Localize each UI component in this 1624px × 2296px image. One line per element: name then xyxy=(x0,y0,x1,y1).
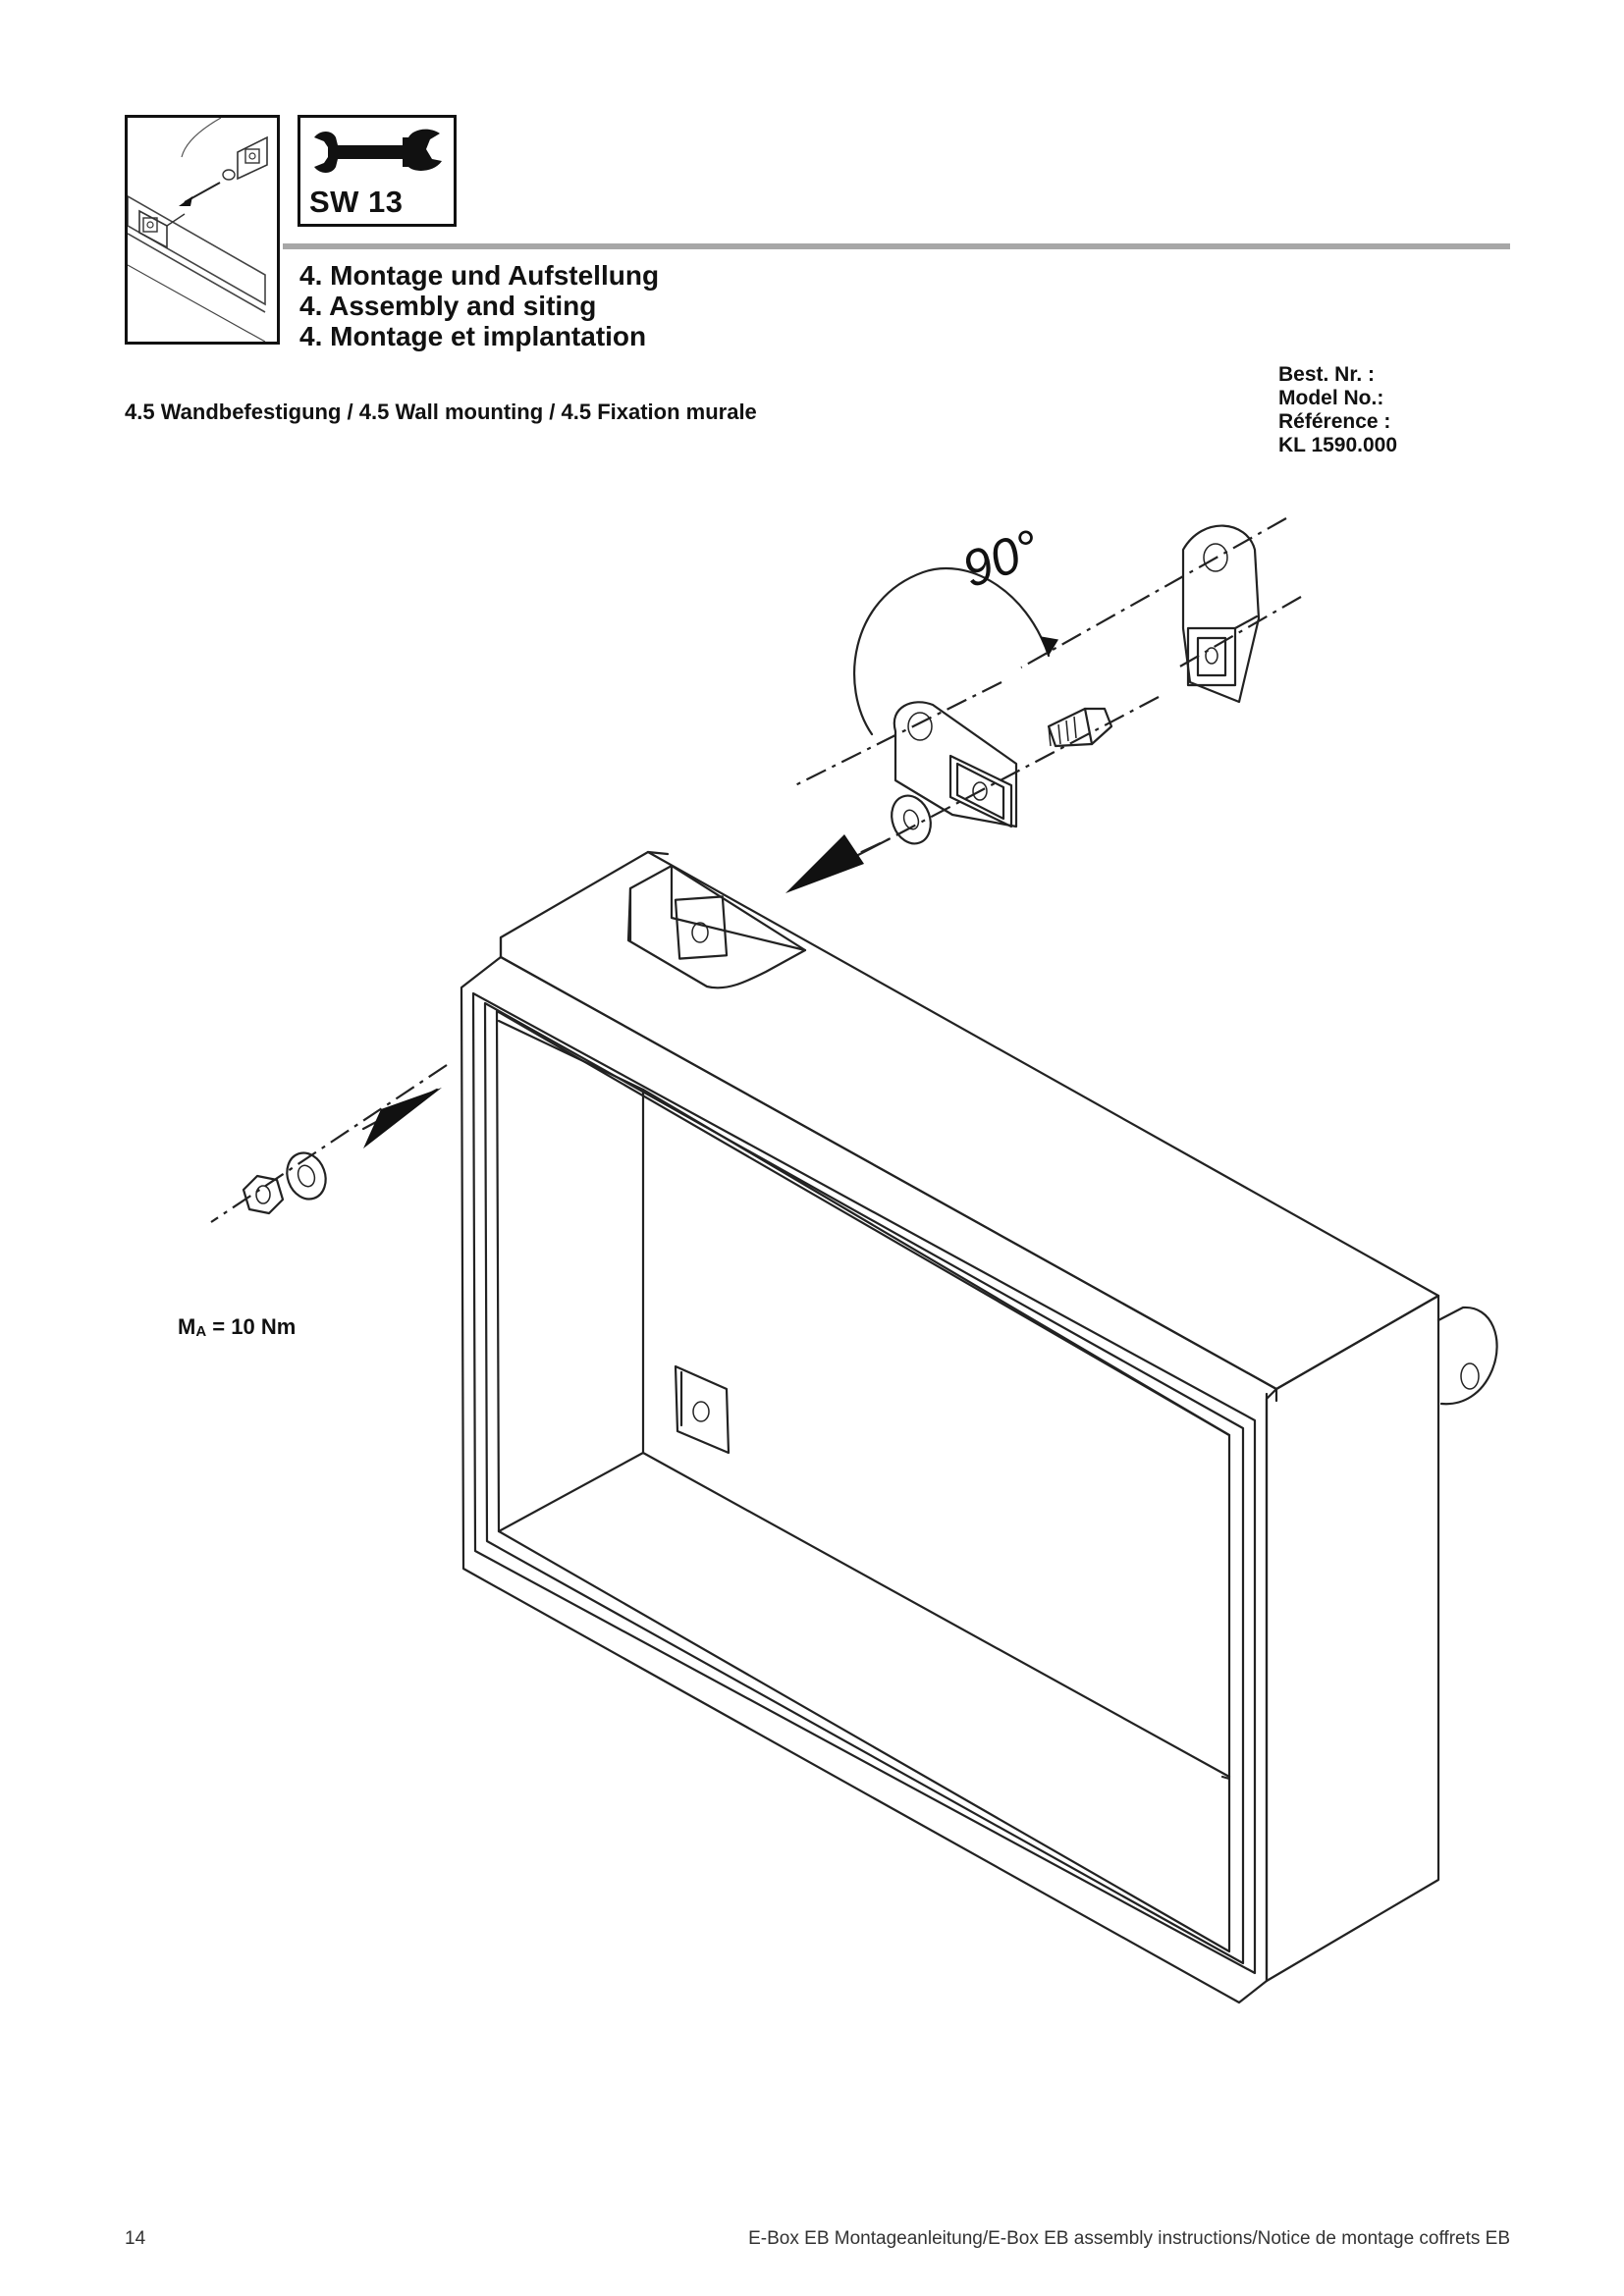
enclosure-body xyxy=(460,850,1498,2004)
axis-line-middle xyxy=(804,696,1160,880)
heading-de: 4. Montage und Aufstellung xyxy=(299,260,660,291)
torque-amount: = 10 Nm xyxy=(206,1314,297,1339)
order-number-label-en: Model No.: xyxy=(1278,387,1384,409)
nut xyxy=(242,1174,285,1215)
torque-subscript: A xyxy=(195,1323,207,1340)
axis-line-upper-1 xyxy=(1020,517,1287,668)
axis-line-lower xyxy=(210,1064,448,1223)
order-number-label-fr: Référence : xyxy=(1278,410,1391,433)
heading-fr: 4. Montage et implantation xyxy=(299,321,647,351)
angle-label: 90° xyxy=(955,519,1048,599)
torque-symbol: M xyxy=(178,1314,196,1339)
section-headings: 4. Montage und Aufstellung 4. Assembly a… xyxy=(299,260,659,351)
mounting-bracket-middle xyxy=(893,701,1018,828)
rotation-indicator: 90° xyxy=(853,519,1059,736)
bolt xyxy=(1047,707,1113,748)
axis-line-upper-2 xyxy=(1177,596,1302,668)
torque-value: MA = 10 Nm xyxy=(178,1314,296,1340)
model-number-block: Best. Nr. : Model No.: Référence : KL 15… xyxy=(1278,363,1397,457)
insert-arrow-lower xyxy=(361,1088,442,1148)
mounting-bracket-upper xyxy=(1181,524,1261,704)
washer-upper xyxy=(891,794,932,845)
header-rule xyxy=(283,243,1510,249)
tool-size-label: SW 13 xyxy=(309,185,404,219)
order-number-value: KL 1590.000 xyxy=(1278,434,1398,456)
washer-lower xyxy=(286,1151,327,1201)
detail-thumbnail xyxy=(125,115,280,345)
order-number-label-de: Best. Nr. : xyxy=(1278,363,1376,386)
insert-arrow-upper xyxy=(785,834,891,893)
wrench-icon xyxy=(314,129,442,173)
document-title: E-Box EB Montageanleitung/E-Box EB assem… xyxy=(748,2228,1510,2249)
heading-en: 4. Assembly and siting xyxy=(299,291,597,321)
subsection-heading: 4.5 Wandbefestigung / 4.5 Wall mounting … xyxy=(125,400,757,424)
tool-box: SW 13 xyxy=(298,115,457,227)
bracket-detail-sketch xyxy=(128,118,268,342)
page-number: 14 xyxy=(125,2228,146,2249)
